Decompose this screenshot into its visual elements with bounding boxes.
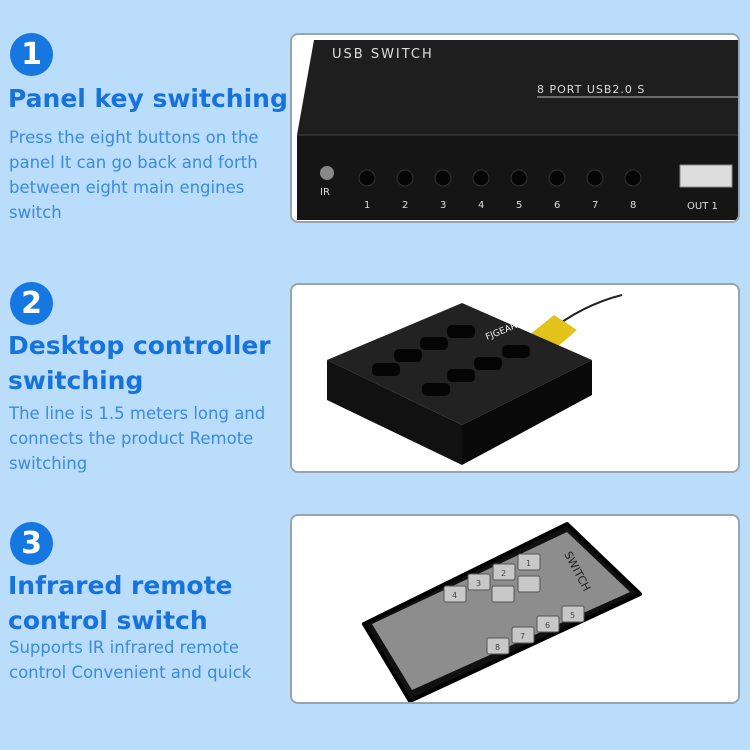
section-description: Press the eight buttons on the panel It … xyxy=(9,125,289,225)
remote-key-label: 5 xyxy=(570,611,575,620)
port-number: 2 xyxy=(402,200,408,211)
port-number: 3 xyxy=(440,200,446,211)
port-button xyxy=(586,169,604,187)
remote-key xyxy=(561,605,585,623)
section-description: Supports IR infrared remote control Conv… xyxy=(9,635,289,685)
section-description: The line is 1.5 meters long and connects… xyxy=(9,401,289,476)
port-button xyxy=(358,169,376,187)
step-number-badge: 1 xyxy=(10,33,53,76)
step-number-badge: 3 xyxy=(10,522,53,565)
remote-right-key xyxy=(517,575,541,593)
body-line: The line is 1.5 meters long and xyxy=(9,404,266,423)
ir-label: IR xyxy=(320,187,330,198)
body-line: Supports IR infrared remote xyxy=(9,638,240,657)
title-line: control switch xyxy=(8,606,208,635)
remote-key-label: 3 xyxy=(476,579,481,588)
usb-switch-image: USB SWITCH 8 PORT USB2.0 S IR 1 2 3 4 5 6 7 8 O… xyxy=(290,33,740,223)
port-number: 5 xyxy=(516,200,522,211)
port-button xyxy=(510,169,528,187)
remote-key-label: 4 xyxy=(452,591,457,600)
body-line: control Convenient and quick xyxy=(9,663,252,682)
remote-key xyxy=(443,585,467,603)
body-line: switch xyxy=(9,203,62,222)
body-line: panel It can go back and forth xyxy=(9,153,258,172)
remote-key xyxy=(536,615,560,633)
body-line: switching xyxy=(9,454,88,473)
port-button xyxy=(548,169,566,187)
section-title: Desktop controller switching xyxy=(8,328,271,398)
step-number-badge: 2 xyxy=(10,282,53,325)
remote-key xyxy=(517,553,541,571)
title-line: switching xyxy=(8,366,144,395)
section-title: Infrared remote control switch xyxy=(8,568,232,638)
port-button xyxy=(396,169,414,187)
remote-key xyxy=(467,573,491,591)
section-title: Panel key switching xyxy=(8,81,288,116)
port-number: 4 xyxy=(478,200,484,211)
port-number: 6 xyxy=(554,200,560,211)
body-line: between eight main engines xyxy=(9,178,245,197)
port-number: 8 xyxy=(630,200,636,211)
out-label: OUT 1 xyxy=(687,201,718,212)
ir-sensor-icon xyxy=(320,166,334,180)
remote-key-label: 7 xyxy=(520,632,525,641)
body-line: connects the product Remote xyxy=(9,429,254,448)
body-line: Press the eight buttons on the xyxy=(9,128,259,147)
remote-key-label: 8 xyxy=(495,643,500,652)
desktop-controller-image: FJGEAR xyxy=(290,283,740,473)
remote-key xyxy=(511,626,535,644)
usb-port-icon xyxy=(679,164,733,188)
port-button xyxy=(472,169,490,187)
port-button xyxy=(434,169,452,187)
title-line: Desktop controller xyxy=(8,331,271,360)
model-label: 8 PORT USB2.0 S xyxy=(537,83,645,96)
remote-key xyxy=(492,563,516,581)
remote-key-label: 2 xyxy=(501,569,506,578)
port-number: 1 xyxy=(364,200,370,211)
remote-key-label: 6 xyxy=(545,621,550,630)
title-line: Panel key switching xyxy=(8,84,288,113)
remote-key-label: 1 xyxy=(526,559,531,568)
remote-left-key xyxy=(491,585,515,603)
remote-key xyxy=(486,637,510,655)
brand-label: USB SWITCH xyxy=(332,47,434,62)
title-line: Infrared remote xyxy=(8,571,233,600)
port-number: 7 xyxy=(592,200,598,211)
port-button xyxy=(624,169,642,187)
